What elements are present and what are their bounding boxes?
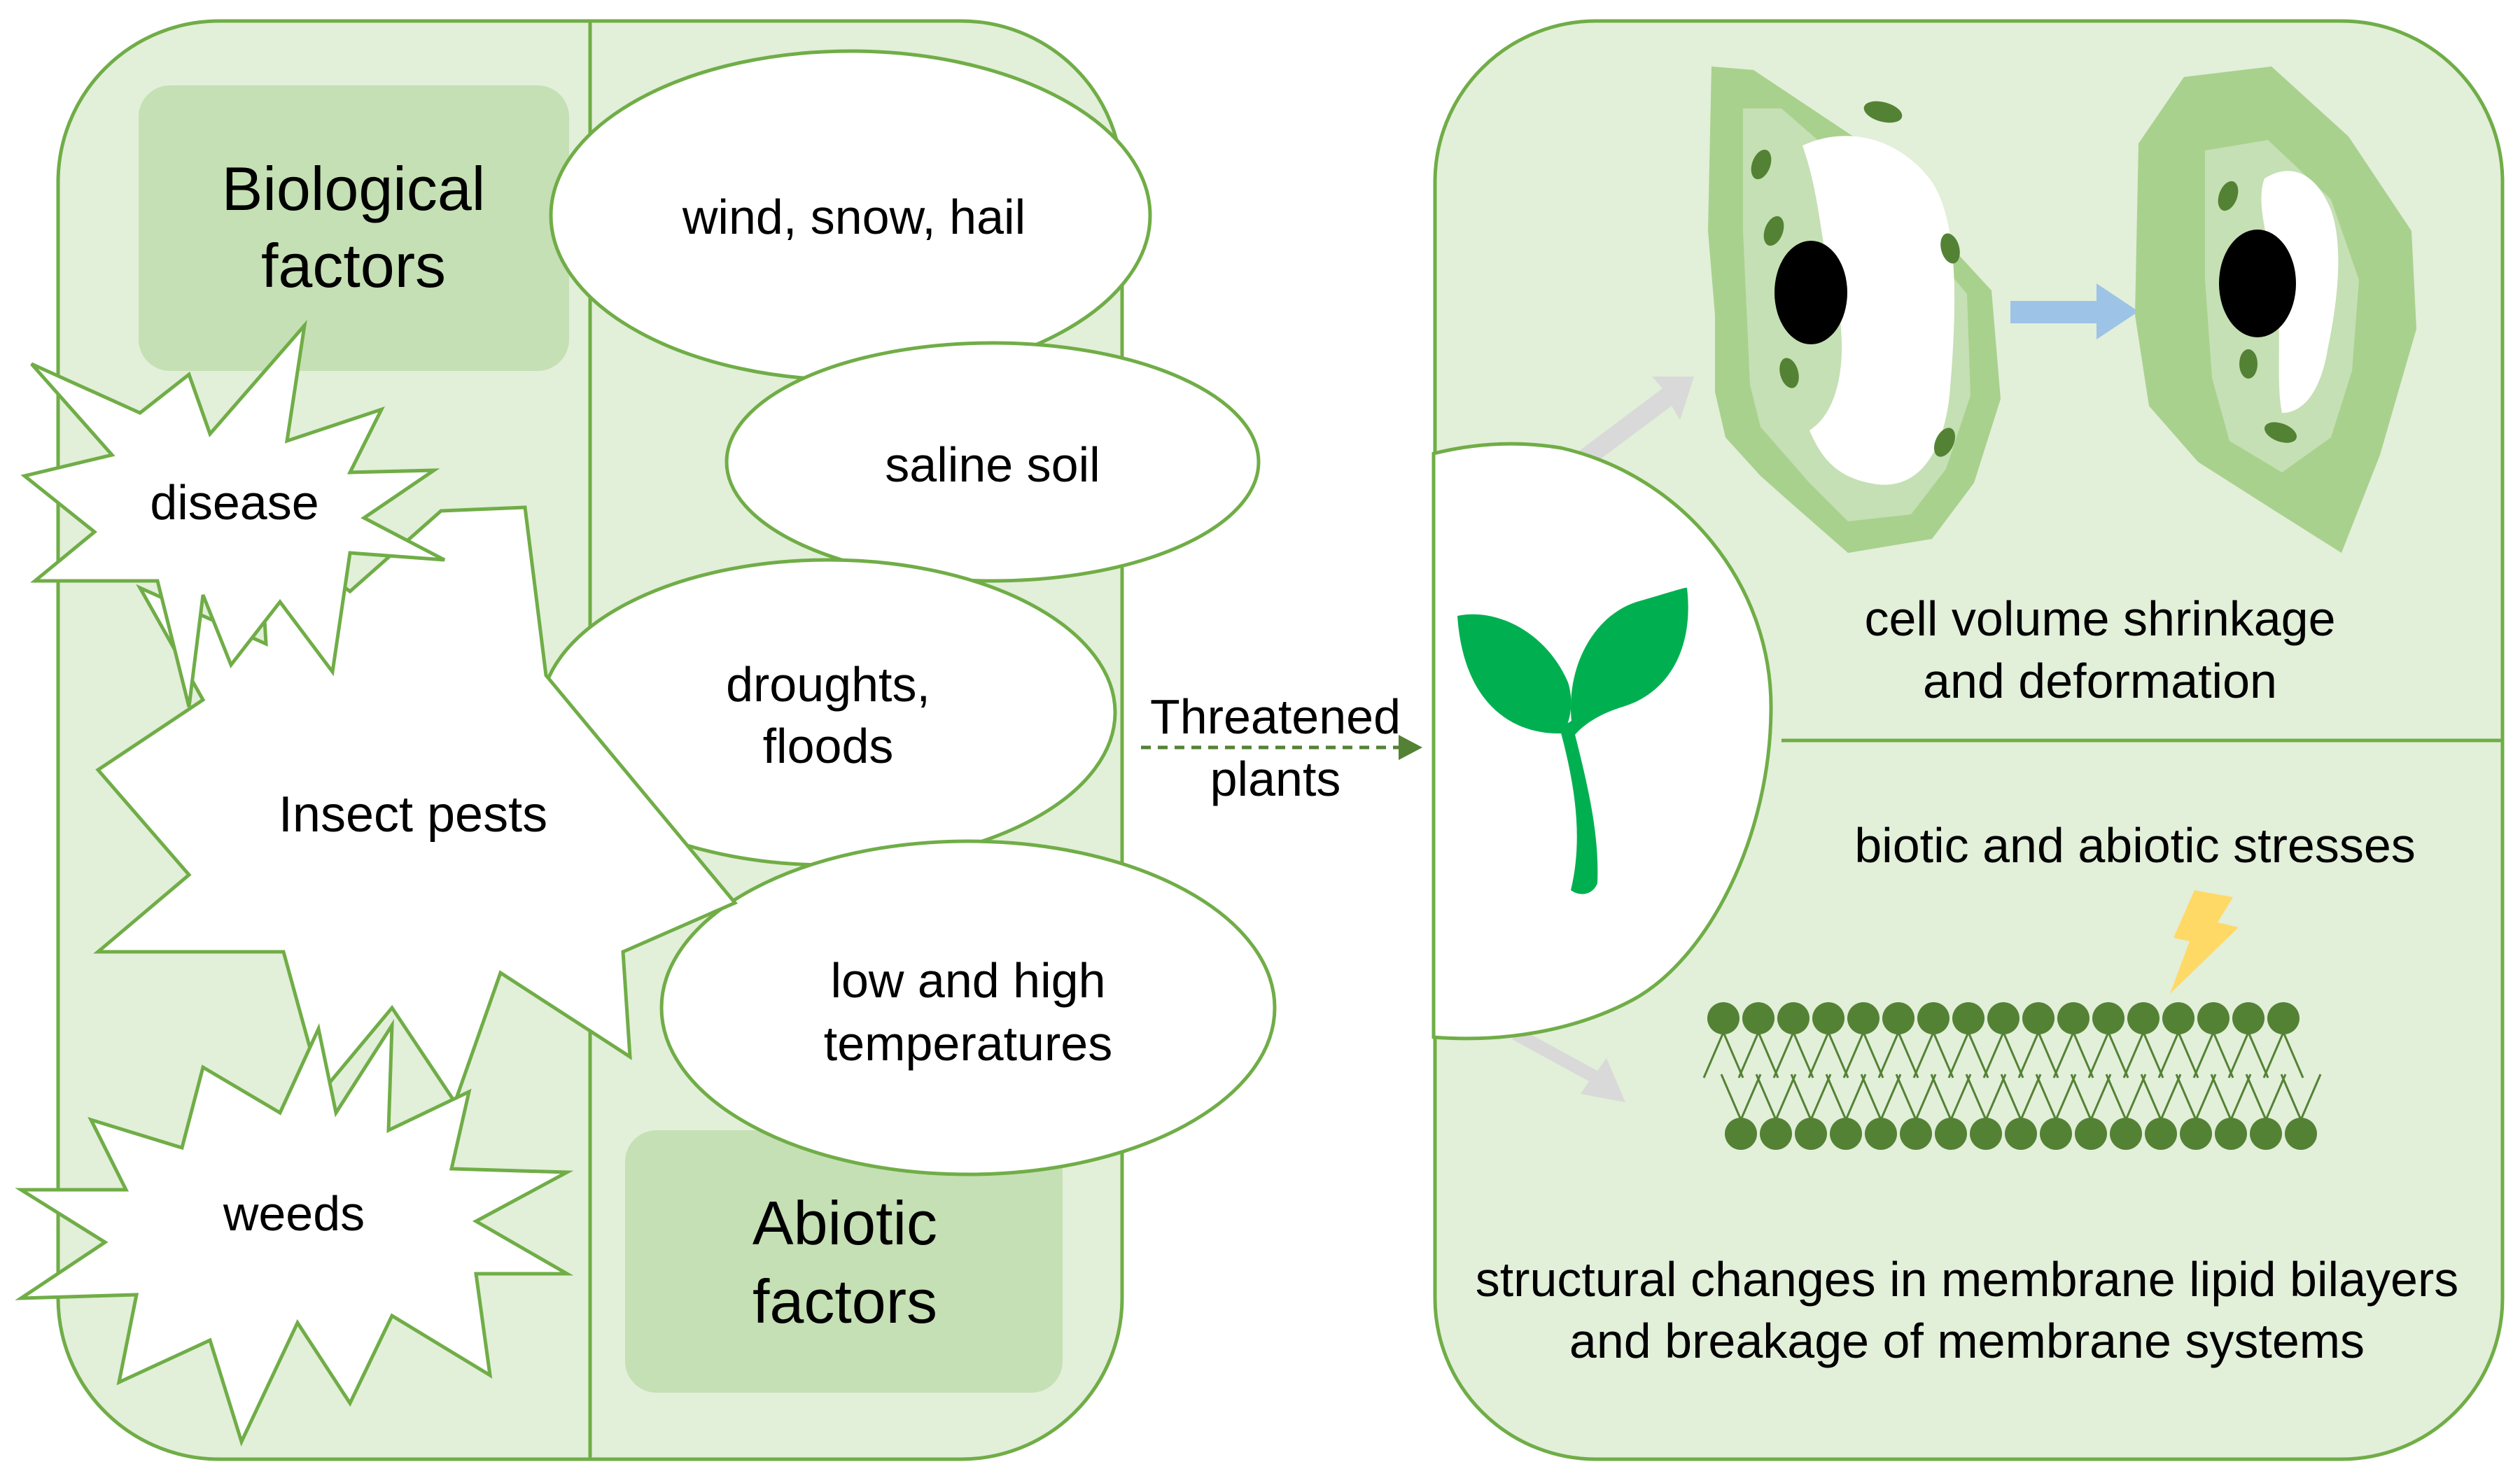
weeds-starburst	[15, 1018, 574, 1447]
biological-heading-box	[139, 85, 569, 371]
threatened-plants-connector: Threatened plants	[1141, 689, 1422, 806]
cell-caption-line-1: cell volume shrinkage	[1864, 591, 2335, 646]
threatened-label-line-2: plants	[1210, 752, 1341, 806]
saline-soil-bubble	[724, 341, 1261, 583]
insect-pests-label: Insect pests	[279, 787, 547, 843]
normal-cell-icon	[1708, 66, 2001, 553]
saline-soil-label: saline soil	[885, 437, 1100, 492]
factors-panel: Biological factors Abiotic factors wind,…	[15, 19, 1277, 1461]
droughts-floods-label-line-2: floods	[763, 719, 894, 773]
disease-label: disease	[150, 475, 318, 530]
temperatures-bubble	[659, 839, 1277, 1176]
lightning-icon	[2170, 890, 2239, 994]
cell-caption-line-2: and deformation	[1923, 654, 2277, 708]
abiotic-heading-line-2: factors	[752, 1267, 937, 1336]
effects-panel: cell volume shrinkage and deformation bi…	[1432, 19, 2505, 1461]
membrane-caption-line-1: structural changes in membrane lipid bil…	[1476, 1252, 2459, 1307]
shrink-arrow-icon	[2010, 283, 2138, 339]
stress-label: biotic and abiotic stresses	[1854, 818, 2416, 873]
temperatures-label-line-2: temperatures	[824, 1016, 1112, 1071]
membrane-caption-line-2: and breakage of membrane systems	[1569, 1314, 2365, 1368]
weeds-label: weeds	[223, 1186, 365, 1241]
disease-starburst	[20, 319, 446, 708]
dashed-arrow-head	[1399, 735, 1422, 760]
biological-heading-line-2: factors	[261, 231, 446, 300]
sprout-icon	[1457, 587, 1688, 894]
gray-arrow-up-icon	[1578, 377, 1694, 468]
threatened-label-line-1: Threatened	[1150, 689, 1401, 744]
wind-snow-hail-label: wind, snow, hail	[682, 190, 1026, 244]
gray-arrow-down-icon	[1512, 1029, 1625, 1102]
lipid-bilayer-icon	[1702, 1002, 2322, 1150]
abiotic-heading-line-1: Abiotic	[752, 1188, 937, 1258]
abiotic-heading-box	[625, 1130, 1063, 1393]
temperatures-label-line-1: low and high	[830, 953, 1105, 1008]
biological-heading-line-1: Biological	[222, 154, 486, 223]
droughts-floods-label-line-1: droughts,	[726, 657, 930, 712]
shrunken-cell-icon	[2135, 66, 2416, 553]
